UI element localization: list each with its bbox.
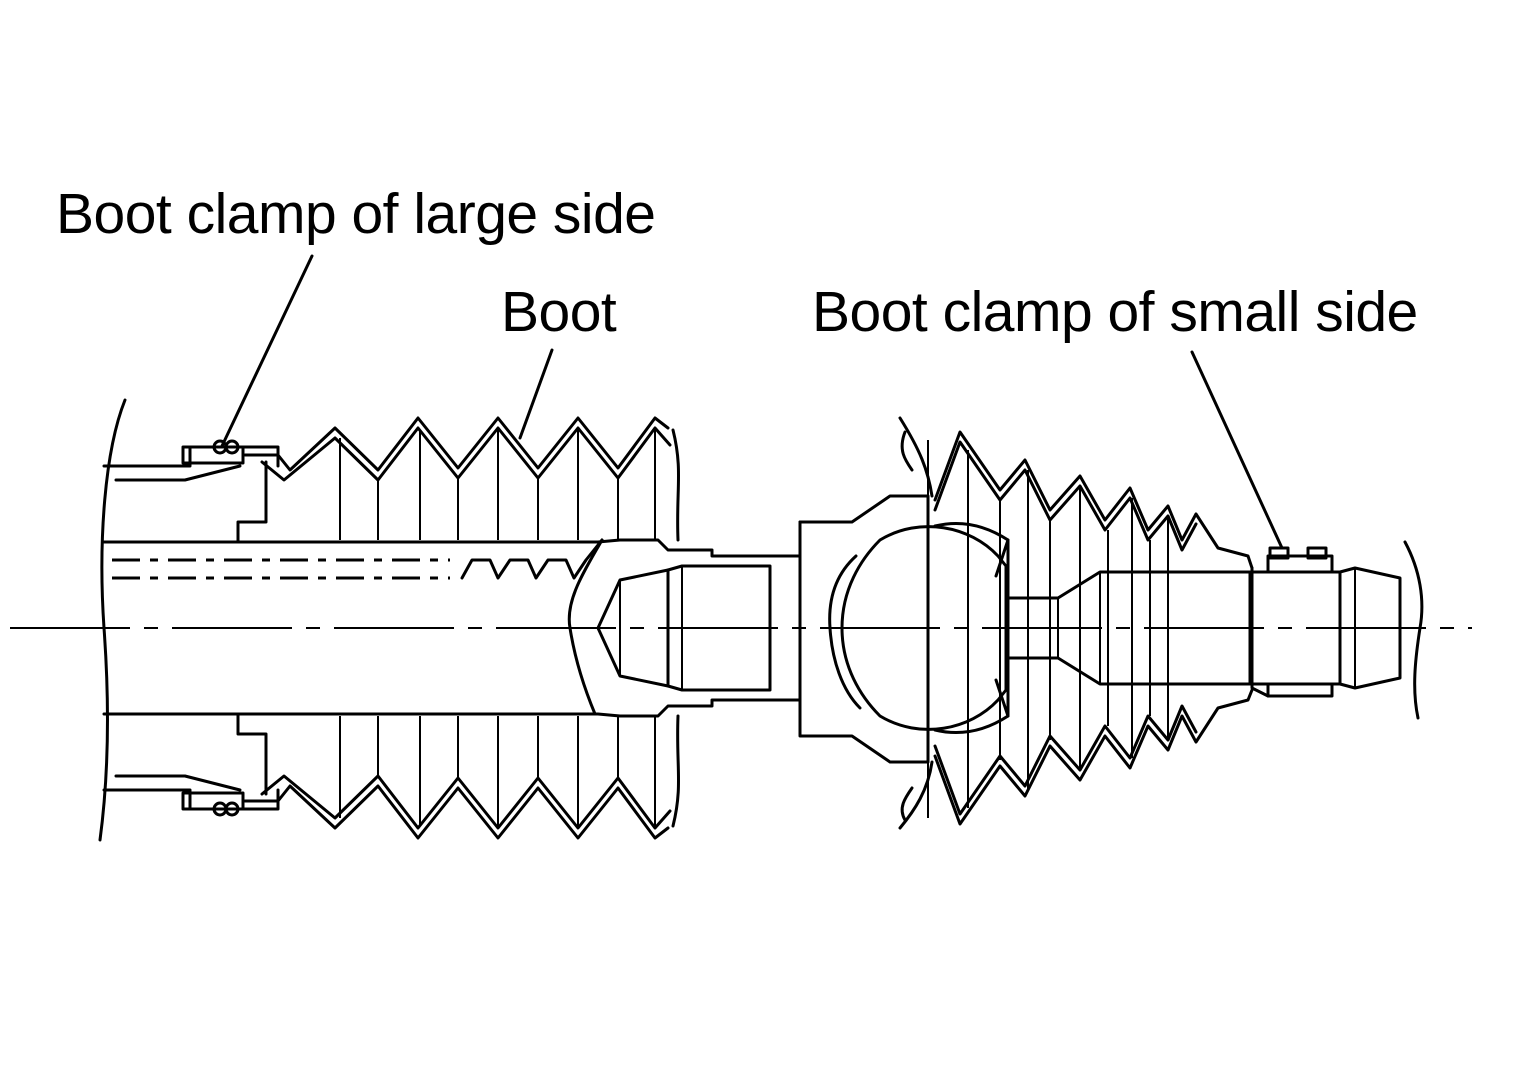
output-shaft [1008,542,1422,718]
leader-line-clamp-small [1192,352,1282,548]
left-break-line [100,400,125,840]
inner-shaft [112,540,800,716]
boot-large [245,418,679,838]
leader-line-boot [520,350,552,438]
label-boot-clamp-large: Boot clamp of large side [56,182,656,246]
label-boot-clamp-small: Boot clamp of small side [812,280,1418,344]
boot-clamp-small [1252,548,1332,696]
boot-small [935,432,1252,824]
leader-line-clamp-large [222,256,312,446]
label-boot: Boot [501,280,617,344]
boot-clamp-large [183,441,243,815]
cv-joint-housing [800,418,1008,828]
